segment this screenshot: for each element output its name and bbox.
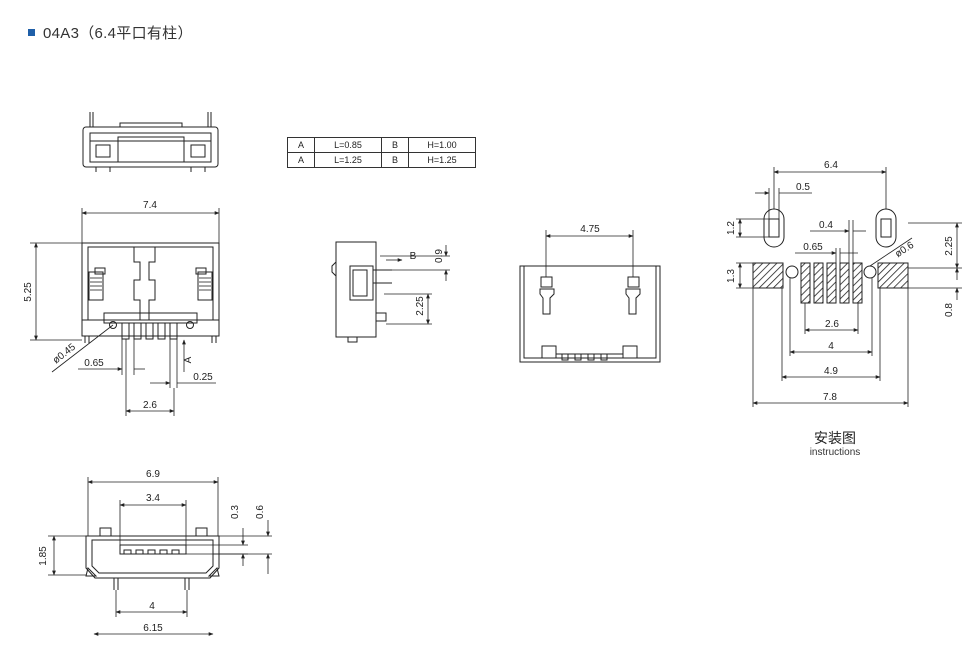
view-footprint-dims	[736, 167, 962, 407]
dim-label: 0.9	[434, 249, 445, 263]
view-bottom	[85, 527, 220, 590]
table-cell: L=1.25	[314, 152, 382, 168]
view-front-dims	[545, 230, 634, 277]
dim-label: 1.2	[726, 221, 737, 235]
view-footprint	[752, 208, 909, 304]
table-row: A L=0.85 B H=1.00	[287, 137, 476, 153]
table-cell: B	[381, 152, 409, 168]
bullet-square-icon	[28, 29, 35, 36]
dim-label: 4.9	[824, 366, 838, 377]
table-row: A L=1.25 B H=1.25	[287, 152, 476, 168]
dim-label: 0.25	[193, 372, 213, 383]
dim-label: 6.4	[824, 160, 838, 171]
section-header: 04A3（6.4平口有柱）	[28, 22, 193, 43]
dim-label: 0.8	[944, 303, 955, 317]
dim-label: ø0.6	[893, 240, 916, 260]
dim-label: 4	[149, 601, 155, 612]
dim-label: 1.3	[726, 269, 737, 283]
dim-label: 0.65	[84, 358, 104, 369]
dim-label: 4	[828, 341, 834, 352]
dim-label: 2.25	[944, 236, 955, 256]
view-main-dims	[30, 208, 220, 416]
dim-label: 5.25	[23, 282, 34, 302]
dim-label: B	[410, 251, 417, 262]
dim-label: 1.85	[38, 546, 49, 566]
dim-label: 2.6	[825, 319, 839, 330]
view-top-outline	[82, 112, 219, 172]
view-main	[81, 242, 220, 343]
view-front	[519, 265, 661, 363]
table-cell: A	[287, 152, 315, 168]
view-bottom-dims	[48, 477, 272, 636]
install-title: 安装图	[814, 430, 856, 446]
view-side-dims	[380, 245, 450, 325]
dim-label: 0.6	[255, 505, 266, 519]
table-cell: H=1.25	[408, 152, 476, 168]
dim-label: 2.6	[143, 400, 157, 411]
dim-label: 3.4	[146, 493, 160, 504]
dim-label: 7.8	[823, 392, 837, 403]
dim-label: 0.4	[819, 220, 833, 231]
section-title: 04A3（6.4平口有柱）	[43, 25, 193, 42]
dim-label: 7.4	[143, 200, 157, 211]
dim-label: 0.3	[230, 505, 241, 519]
view-side	[331, 241, 392, 343]
dim-label: 6.9	[146, 469, 160, 480]
dim-label: 2.25	[415, 296, 426, 316]
dim-label: 6.15	[143, 623, 163, 634]
install-subtitle: instructions	[809, 447, 861, 458]
spec-table: A L=0.85 B H=1.00 A L=1.25 B H=1.25	[287, 137, 476, 168]
dim-label: 4.75	[580, 224, 600, 235]
dim-label: 0.65	[803, 242, 823, 253]
dim-label: A	[183, 356, 194, 363]
dim-label: 0.5	[796, 182, 810, 193]
